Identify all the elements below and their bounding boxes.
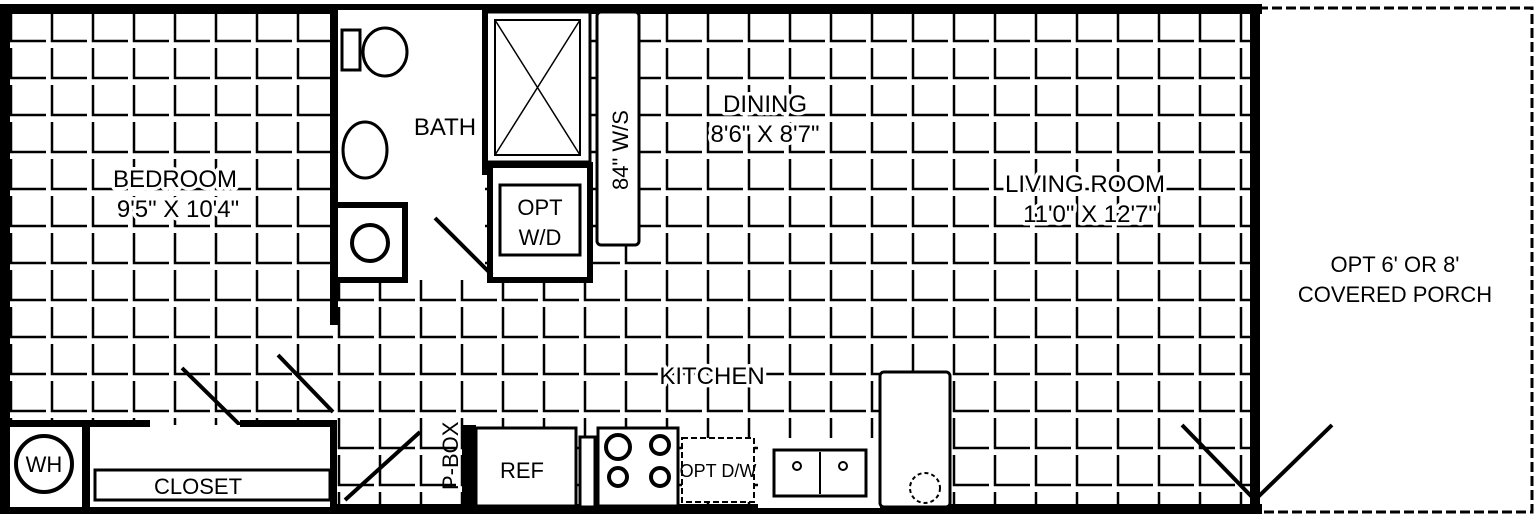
kitchen-counter: [878, 370, 952, 509]
water-heater-label: WH: [26, 452, 63, 477]
burner-icons: [604, 433, 671, 488]
dishwasher: [681, 437, 755, 503]
washer-dryer-label-1: OPT: [517, 195, 562, 220]
toilet-icon: [361, 26, 409, 78]
exterior-walls: [0, 4, 1262, 514]
porch-label-2: COVERED PORCH: [1298, 282, 1492, 307]
bedroom-wall: [330, 10, 338, 325]
wall-storage-label: 84" W/S: [608, 110, 633, 190]
bedroom-size: 9'5" X 10'4": [117, 196, 239, 223]
dining-size: 8'6" X 8'7": [711, 121, 820, 148]
bath-label: BATH: [414, 114, 476, 141]
dishwasher-label: OPT D/W: [680, 461, 757, 481]
refrigerator: [474, 426, 578, 508]
sink-icon: [341, 120, 389, 180]
kitchen-label: KITCHEN: [659, 363, 764, 390]
doors[interactable]: [180, 216, 1334, 502]
refrigerator-label: REF: [500, 458, 544, 483]
living-room-size: 11'0" X 12'7": [1023, 201, 1157, 228]
wall-storage: [595, 10, 641, 247]
p-box-label: P-BOX: [438, 421, 463, 490]
living-room-label: LIVING ROOM: [1005, 171, 1165, 198]
bedroom-label: BEDROOM: [113, 166, 237, 193]
washer-dryer-label-2: W/D: [519, 225, 562, 250]
porch-outline: [1256, 6, 1534, 514]
water-heater-icon: [14, 434, 74, 494]
porch-label-1: OPT 6' OR 8': [1330, 252, 1459, 277]
vent-icon: [350, 223, 390, 263]
closet-label: CLOSET: [154, 474, 242, 499]
dining-label: DINING: [723, 91, 807, 118]
